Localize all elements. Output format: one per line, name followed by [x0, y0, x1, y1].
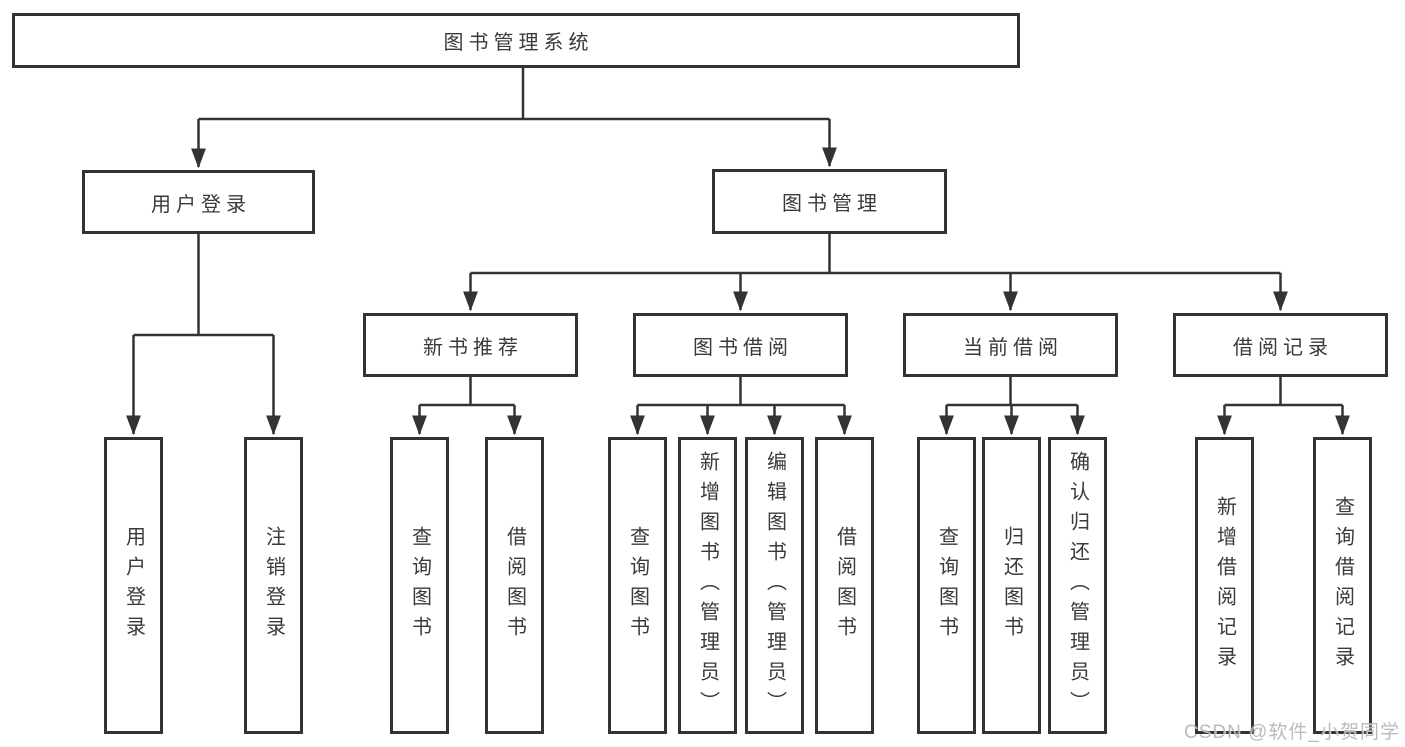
leaf-user-login: 用户登录 — [104, 437, 163, 734]
leaf-borrow-books-recommend: 借阅图书 — [485, 437, 544, 734]
leaf-confirm-return-admin: 确认归还（管理员） — [1048, 437, 1107, 734]
leaf-borrow-books: 借阅图书 — [815, 437, 874, 734]
leaf-query-books-borrow: 查询图书 — [608, 437, 667, 734]
connector-new-book-children — [412, 377, 522, 436]
node-library-management-system: 图书管理系统 — [12, 13, 1020, 68]
node-current-borrow: 当前借阅 — [903, 313, 1118, 377]
watermark: CSDN @软件_小贺同学 — [1184, 722, 1400, 743]
connector-book-borrow-children — [630, 377, 852, 436]
leaf-logout: 注销登录 — [244, 437, 303, 734]
connector-borrow-record-children — [1217, 377, 1350, 436]
leaf-query-books-recommend: 查询图书 — [390, 437, 449, 734]
leaf-add-borrow-record: 新增借阅记录 — [1195, 437, 1254, 734]
leaf-query-borrow-record: 查询借阅记录 — [1313, 437, 1372, 734]
leaf-query-books-current: 查询图书 — [917, 437, 976, 734]
connector-root-to-level2 — [191, 68, 837, 169]
leaf-add-books-admin: 新增图书（管理员） — [678, 437, 737, 734]
leaf-edit-books-admin: 编辑图书（管理员） — [745, 437, 804, 734]
connector-current-borrow-children — [939, 377, 1085, 436]
leaf-return-books: 归还图书 — [982, 437, 1041, 734]
connector-user-login-children — [126, 234, 281, 436]
node-borrow-record: 借阅记录 — [1173, 313, 1388, 377]
node-user-login: 用户登录 — [82, 170, 315, 234]
node-book-management: 图书管理 — [712, 169, 947, 234]
connector-book-management-sections — [463, 234, 1288, 312]
node-new-book-recommend: 新书推荐 — [363, 313, 578, 377]
node-book-borrow: 图书借阅 — [633, 313, 848, 377]
